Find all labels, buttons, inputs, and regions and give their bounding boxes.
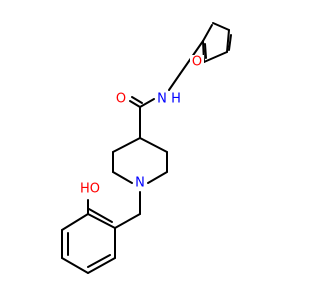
bond — [114, 213, 141, 229]
bond — [204, 43, 207, 59]
carbonyl-oxygen-label: O — [116, 92, 126, 107]
label-mask — [190, 55, 204, 69]
atom-labels: O O N H N HO — [80, 55, 204, 197]
piperidine-nitrogen-label: N — [135, 176, 145, 191]
bond — [139, 98, 155, 108]
amide-nitrogen-label: N — [157, 92, 167, 107]
bond — [112, 171, 133, 184]
bond — [129, 100, 141, 108]
bond — [131, 96, 143, 104]
bond — [87, 257, 116, 274]
bond — [87, 213, 116, 229]
bond — [226, 29, 230, 53]
bond — [203, 51, 228, 63]
canvas-background — [0, 0, 300, 300]
molecule-diagram: O O N H N HO — [0, 0, 300, 300]
bond — [168, 73, 181, 91]
amide-hydrogen-label: H — [171, 92, 181, 107]
bond — [147, 171, 168, 184]
bond — [112, 137, 141, 153]
bond — [61, 257, 89, 274]
hydroxyl-label: HO — [80, 182, 100, 197]
bond — [87, 254, 111, 268]
bond — [61, 213, 89, 231]
bond — [202, 24, 213, 42]
bond — [88, 208, 113, 223]
bond — [228, 34, 232, 51]
furan-oxygen-label: O — [192, 55, 202, 70]
bond — [139, 137, 168, 153]
bond — [212, 22, 230, 31]
molecule-structure: O O N H N HO — [0, 0, 300, 300]
